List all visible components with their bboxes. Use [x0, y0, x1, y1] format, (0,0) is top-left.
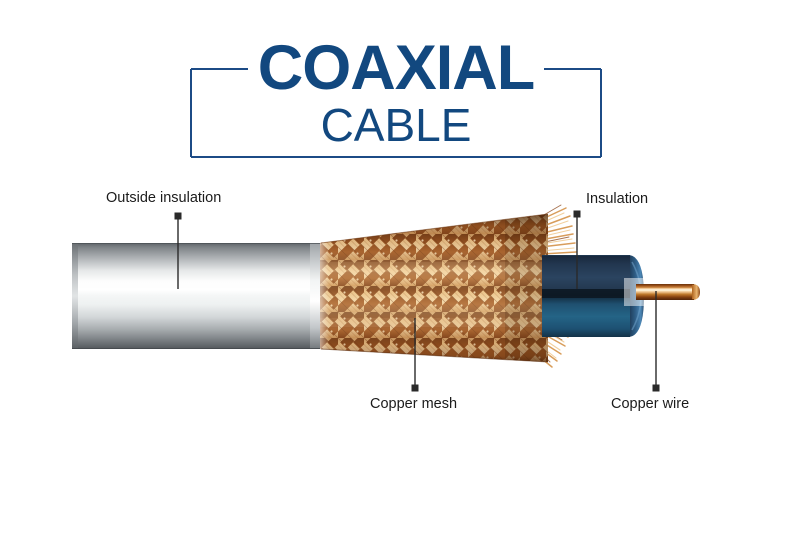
label-copper-wire: Copper wire [611, 396, 690, 412]
title-frame-decoration [190, 68, 602, 158]
copper-wire-shaft [636, 284, 694, 300]
leader-insulation [573, 210, 581, 289]
page-subtitle: CABLE [320, 98, 472, 151]
braid-jacket-blend [320, 243, 329, 349]
copper-wire-group [636, 284, 700, 300]
outer-jacket-body [72, 243, 322, 349]
copper-wire-tip [692, 284, 700, 300]
outer-jacket-right-rim [310, 243, 322, 349]
leader-outside-insulation [174, 212, 182, 289]
outer-jacket-group [72, 243, 322, 349]
label-outside-insulation: Outside insulation [106, 190, 222, 206]
copper-wire-highlight [636, 288, 694, 292]
insulation-body-bottom [542, 296, 630, 337]
copper-mesh-bottom-edge [320, 348, 549, 363]
title-text-wrap: COAXIAL CABLE [190, 37, 602, 151]
label-insulation: Insulation [586, 191, 649, 207]
leader-copper-mesh [411, 318, 419, 392]
leader-lines [174, 210, 660, 392]
copper-mesh-top-edge [320, 213, 549, 244]
label-copper-mesh: Copper mesh [370, 396, 458, 412]
insulation-group [542, 255, 646, 337]
title-block: COAXIAL CABLE [190, 37, 602, 158]
outer-jacket-left-cap [72, 243, 78, 349]
leader-copper-wire [652, 291, 660, 392]
copper-mesh-braid [320, 214, 548, 362]
insulation-seam [542, 289, 630, 298]
page-title: COAXIAL [249, 37, 543, 100]
copper-mesh-group [320, 204, 578, 368]
